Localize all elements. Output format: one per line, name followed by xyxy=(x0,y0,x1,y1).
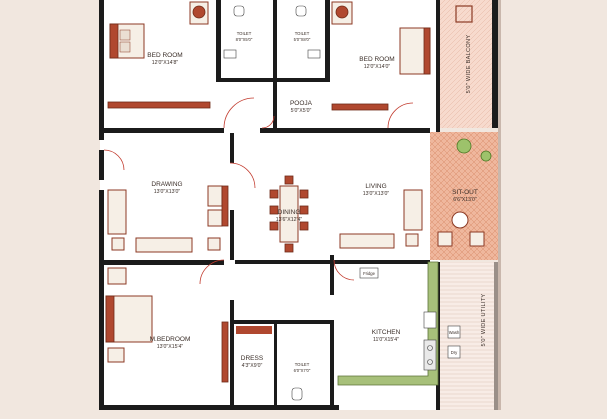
toilet-bottom-fixture xyxy=(291,387,303,401)
sitout-dim: 6'6"X13'0" xyxy=(453,197,477,203)
master-bedroom-name: M.BEDROOM xyxy=(150,336,191,343)
dryer-icon xyxy=(447,345,461,359)
drawing-dim: 13'0"X13'0" xyxy=(154,189,181,195)
kitchen-name: KITCHEN xyxy=(372,329,401,336)
living-name: LIVING xyxy=(365,183,386,190)
balcony-label: 5'0" WIDE BALCONY xyxy=(466,35,472,94)
toilet-bottom-name: TOILET xyxy=(295,362,310,367)
balcony-chair-icon xyxy=(455,5,473,23)
sitout-furniture xyxy=(437,138,492,247)
bedroom-right-name: BED ROOM xyxy=(359,56,394,63)
dress-wardrobe xyxy=(236,326,272,334)
washer-icon xyxy=(447,325,461,339)
sink-icon xyxy=(423,311,437,329)
dining-dim: 13'6"X12'4" xyxy=(276,217,303,223)
master-bedroom-furniture xyxy=(105,267,229,383)
toilet-right-fixture xyxy=(295,5,307,17)
dry-label: Dry xyxy=(451,350,458,355)
pooja-name: POOJA xyxy=(290,100,313,107)
wash-label: Wash xyxy=(449,330,460,335)
bedroom-left-furniture xyxy=(107,1,211,109)
drawing-name: DRAWING xyxy=(151,181,182,188)
bedroom-right-dim: 12'0"X14'0" xyxy=(364,64,391,70)
toilet-right-name: TOILET xyxy=(295,31,310,36)
living-furniture xyxy=(339,189,423,249)
toilet-left-dim: 8'0"X5'0" xyxy=(236,37,253,42)
bedroom-left-name: BED ROOM xyxy=(147,52,182,59)
walls xyxy=(99,0,440,410)
toilet-left-fixture xyxy=(233,5,245,17)
floor-area xyxy=(100,0,440,410)
bedroom-right-furniture xyxy=(331,1,431,111)
kitchen-counter xyxy=(337,261,439,386)
dress-dim: 4'3"X9'0" xyxy=(242,363,263,369)
bedroom-left-dim: 12'0"X14'8" xyxy=(152,60,179,66)
fridge-icon xyxy=(359,267,379,279)
door-swings xyxy=(103,97,414,285)
drawing-furniture xyxy=(107,185,229,253)
toilet-bottom-dim: 6'0"X7'0" xyxy=(294,368,311,373)
pooja-dim: 5'0"X5'0" xyxy=(291,108,312,114)
living-dim: 13'0"X13'0" xyxy=(363,191,390,197)
dining-table xyxy=(269,175,309,253)
sitout-name: SIT-OUT xyxy=(452,189,478,196)
utility-label: 5'0" WIDE UTILITY xyxy=(481,294,487,347)
fridge-label: Fridge xyxy=(363,271,376,276)
stove-icon xyxy=(423,339,437,371)
toilet-right-basin xyxy=(307,49,321,59)
toilet-left-name: TOILET xyxy=(237,31,252,36)
balcony-floor xyxy=(440,0,498,128)
balcony-railing xyxy=(492,0,498,128)
dining-name: DINING xyxy=(278,209,301,216)
utility-railing xyxy=(494,262,498,410)
kitchen-dim: 11'0"X15'4" xyxy=(373,337,399,343)
toilet-left-basin xyxy=(223,49,237,59)
dress-name: DRESS xyxy=(241,355,264,362)
master-bedroom-dim: 13'0"X15'4" xyxy=(157,344,184,350)
toilet-right-dim: 5'0"X8'0" xyxy=(294,37,311,42)
